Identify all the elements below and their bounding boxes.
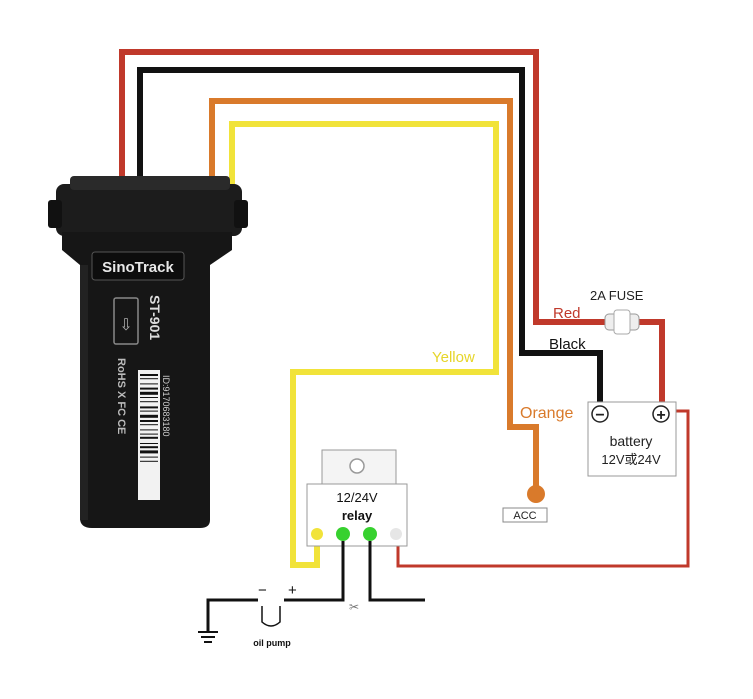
red-wire-fuse-to-battery [633,319,665,406]
device-model: ST-901 [147,295,163,340]
battery-label: battery [610,433,653,449]
battery: − + battery 12V或24V [587,401,677,477]
red-wire [119,49,610,325]
red-wire-label: Red [553,305,581,322]
oil-pump-minus: − [258,582,267,599]
gps-tracker-device: SinoTrack ⇩ ST-901 RoHS X FC CE ID:91706… [48,176,248,528]
oil-pump-label: oil pump [253,638,291,648]
fuse-label: 2A FUSE [590,288,644,303]
relay-pin-yellow [311,528,323,540]
oil-pump-icon [261,606,281,627]
scissors-icon: ✂ [349,600,359,614]
oil-pump-circuit: − + oil pump ✂ [198,541,425,648]
battery-plus-sign: + [656,407,665,424]
relay-pin-white [390,528,402,540]
battery-negative-terminal [591,405,609,423]
relay-label: relay [342,508,373,523]
battery-positive-terminal [652,405,670,423]
yellow-wire [229,121,499,568]
relay: 12/24V relay [306,449,408,547]
yellow-wire-label: Yellow [432,349,475,366]
battery-minus-sign: − [595,407,604,424]
black-wire [137,67,603,406]
device-certification-marks: RoHS X FC CE [115,358,127,434]
relay-pin-green-1 [336,527,350,541]
ground-icon [198,631,218,643]
fuse: 2A FUSE [590,288,644,335]
orange-wire-label: Orange [520,405,573,422]
device-barcode [138,370,160,500]
sim-arrow-icon: ⇩ [119,317,132,334]
orange-wire [209,98,539,490]
acc-label: ACC [513,510,536,522]
device-brand: SinoTrack [102,259,174,276]
acc-terminal: ACC [502,485,548,523]
battery-voltage: 12V或24V [601,452,661,467]
relay-voltage: 12/24V [336,490,378,505]
device-id: ID:9170683180 [161,375,171,437]
oil-pump-plus: + [288,582,297,599]
red-wire-battery-to-relay [396,409,690,568]
black-wire-label: Black [549,336,586,353]
relay-pin-green-2 [363,527,377,541]
